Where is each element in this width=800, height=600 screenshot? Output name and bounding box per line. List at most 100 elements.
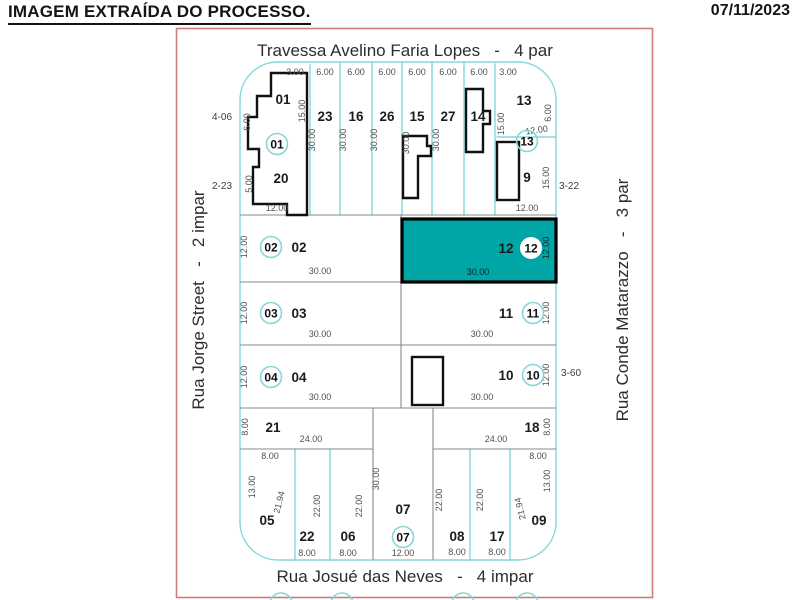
lot-marker-circle bbox=[521, 301, 545, 325]
dimension-label: 21.94 bbox=[513, 497, 528, 521]
dimension-label: 12.00 bbox=[239, 302, 249, 325]
block-reference-label: 4-06 bbox=[212, 112, 232, 123]
lot-number: 26 bbox=[379, 109, 395, 124]
dimension-label: 12.00 bbox=[541, 302, 551, 325]
block-outline bbox=[239, 61, 557, 561]
dimension-label: 12.00 bbox=[516, 203, 539, 213]
lot-number: 02 bbox=[291, 240, 306, 255]
building-lot-01 bbox=[246, 71, 309, 217]
dimension-label: 3.00 bbox=[286, 67, 304, 77]
building-lot-10 bbox=[410, 355, 445, 407]
lot-number: 23 bbox=[317, 109, 333, 124]
lot-number: 18 bbox=[524, 420, 540, 435]
building-lot-15 bbox=[401, 134, 433, 200]
lot-marker-circle bbox=[451, 592, 475, 600]
dimension-label: 30.00 bbox=[309, 329, 332, 339]
dimension-label: 30.00 bbox=[467, 267, 490, 277]
dimension-label: 12.00 bbox=[266, 203, 289, 213]
dimension-label: 12.00 bbox=[541, 237, 551, 260]
street-top-label: Travessa Avelino Faria Lopes - 4 par bbox=[257, 41, 553, 60]
dimension-label: 12.00 bbox=[525, 124, 549, 137]
lot-number: 11 bbox=[499, 306, 514, 321]
dimension-label: 6.00 bbox=[316, 67, 334, 77]
dimension-label: 8.00 bbox=[261, 451, 279, 461]
lot-number: 12 bbox=[498, 241, 513, 256]
lot-marker-circle bbox=[259, 235, 283, 259]
circled-lot-number: 12 bbox=[524, 242, 538, 256]
dimension-label: 8.00 bbox=[488, 547, 506, 557]
building-lot-9 bbox=[495, 140, 521, 202]
dimension-label: 6.00 bbox=[378, 67, 396, 77]
block-reference-label: 3-60 bbox=[561, 368, 581, 379]
dimension-label: 24.00 bbox=[485, 434, 508, 444]
lot-marker-circle bbox=[330, 592, 354, 600]
dimension-label: 15.00 bbox=[496, 113, 506, 136]
dimension-label: 8.00 bbox=[529, 451, 547, 461]
lot-marker-circle bbox=[265, 132, 289, 156]
dimension-label: 24.00 bbox=[300, 434, 323, 444]
dimension-label: 30.00 bbox=[471, 392, 494, 402]
dimension-label: 30.00 bbox=[369, 129, 379, 152]
dimension-label: 30.00 bbox=[307, 129, 317, 152]
dimension-label: 22.00 bbox=[354, 495, 364, 518]
dimension-label: 22.00 bbox=[312, 495, 322, 518]
dimension-label: 15.00 bbox=[297, 100, 307, 123]
dimension-label: 12.00 bbox=[239, 236, 249, 259]
dimension-label: 6.00 bbox=[470, 67, 488, 77]
dimension-label: 13.00 bbox=[542, 470, 552, 493]
lot-number: 27 bbox=[440, 109, 455, 124]
dimension-label: 30.00 bbox=[309, 392, 332, 402]
block-reference-label: 2-23 bbox=[212, 181, 232, 192]
dimension-label: 30.00 bbox=[309, 266, 332, 276]
dimension-label: 8.00 bbox=[542, 418, 552, 436]
circled-lot-number: 01 bbox=[270, 138, 284, 152]
circled-lot-number: 04 bbox=[264, 371, 278, 385]
lot-number: 04 bbox=[291, 370, 307, 385]
lot-number: 01 bbox=[275, 92, 291, 107]
street-bottom-label: Rua Josué das Neves - 4 impar bbox=[276, 567, 533, 586]
dimension-label: 22.00 bbox=[475, 489, 485, 512]
dimension-label: 8.00 bbox=[240, 418, 250, 436]
lot-number: 22 bbox=[299, 529, 314, 544]
block-reference-label: 3-22 bbox=[559, 181, 579, 192]
dimension-label: 6.00 bbox=[543, 104, 553, 122]
dimension-label: 22.00 bbox=[434, 489, 444, 512]
lot-number: 09 bbox=[531, 513, 546, 528]
dimension-label: 6.00 bbox=[347, 67, 365, 77]
street-left-label: Rua Jorge Street - 2 impar bbox=[189, 190, 208, 410]
dimension-label: 3.00 bbox=[499, 67, 517, 77]
circled-lot-number: 11 bbox=[527, 307, 540, 321]
lot-number: 10 bbox=[498, 368, 513, 383]
lot-number: 14 bbox=[470, 109, 486, 124]
dimension-label: 6.00 bbox=[242, 113, 252, 131]
lot-number: 08 bbox=[449, 529, 465, 544]
lot-marker-circle bbox=[259, 365, 283, 389]
building-footprints bbox=[246, 71, 521, 407]
dimension-label: 13.00 bbox=[247, 476, 257, 499]
lot-number: 9 bbox=[523, 170, 531, 185]
lot-marker-circle bbox=[515, 592, 539, 600]
lot-number: 05 bbox=[259, 513, 275, 528]
map-frame bbox=[175, 27, 654, 599]
lot-number: 13 bbox=[516, 93, 532, 108]
lot-marker-circle bbox=[520, 237, 542, 259]
dimension-label: 8.00 bbox=[339, 548, 357, 558]
lot-number: 16 bbox=[348, 109, 364, 124]
circled-lot-number: 07 bbox=[396, 531, 410, 545]
labels-layer: 3.00 6.00 6.00 6.00 6.00 6.00 6.00 3.00 30.00 30.… bbox=[212, 67, 581, 600]
lot-number: 06 bbox=[340, 529, 356, 544]
page-title: IMAGEM EXTRAÍDA DO PROCESSO. bbox=[8, 2, 311, 25]
street-right-label: Rua Conde Matarazzo - 3 par bbox=[613, 178, 632, 421]
dimension-label: 15.00 bbox=[541, 167, 551, 190]
circled-lot-number: 10 bbox=[526, 369, 540, 383]
circled-lot-number: 13 bbox=[520, 135, 534, 149]
dimension-label: 6.00 bbox=[439, 67, 457, 77]
dimension-label: 8.00 bbox=[448, 547, 466, 557]
circled-lot-number: 03 bbox=[264, 307, 278, 321]
lot-number: 15 bbox=[409, 109, 425, 124]
dimension-label: 30.00 bbox=[338, 129, 348, 152]
lot-number: 03 bbox=[291, 306, 307, 321]
lot-marker-circle bbox=[515, 129, 539, 153]
lot-marker-circle bbox=[521, 363, 545, 387]
